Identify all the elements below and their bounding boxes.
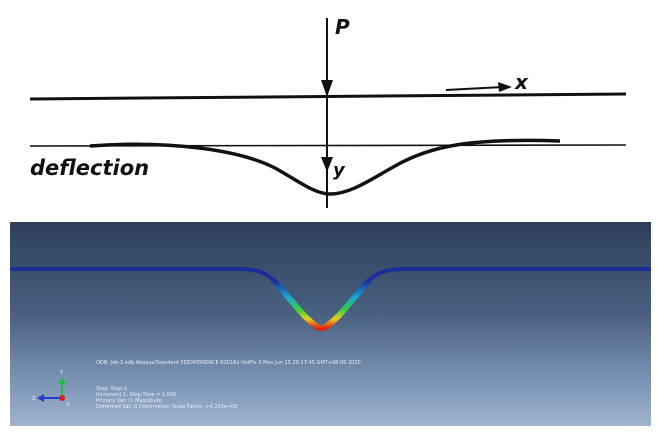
triad-x-label: X	[66, 402, 70, 408]
odb-line: ODB: Job-3.odb Abaqus/Standard 3DEXPERIE…	[96, 360, 361, 366]
odb-info-text: ODB: Job-3.odb Abaqus/Standard 3DEXPERIE…	[96, 360, 361, 366]
step-info-text: Step: Step-1 Increment 1: Step Time = 1.…	[96, 386, 238, 410]
deflected-beam-curve	[89, 138, 561, 196]
y-axis-arrow-head	[321, 157, 333, 172]
fe-result-plot: Y Z X	[10, 267, 651, 408]
x-axis-label: x	[514, 70, 529, 94]
load-label: P	[335, 15, 350, 39]
x-axis-arrow-head	[498, 82, 512, 92]
beam-deflection-sketch: P x y deflection	[29, 15, 627, 208]
load-arrow-head	[321, 80, 333, 97]
abaqus-viewport[interactable]: Y Z X ODB: Job-3.odb Abaqus/Standard 3DE…	[10, 222, 651, 426]
deformed-var-line: Deformed Var: U Deformation Scale Factor…	[96, 404, 238, 410]
coordinate-triad: Y Z X	[32, 370, 70, 408]
increment-line: Increment 1: Step Time = 1.000	[96, 392, 177, 398]
triad-z-label: Z	[32, 396, 36, 402]
step-line: Step: Step-1	[96, 386, 128, 392]
deflection-label: deflection	[30, 156, 149, 180]
x-axis-arrow-line	[445, 86, 504, 91]
y-axis-label: y	[333, 160, 346, 181]
primary-var-line: Primary Var: U, Magnitude	[96, 398, 162, 404]
triad-y-label: Y	[59, 370, 64, 376]
displacement-contour	[271, 278, 372, 332]
